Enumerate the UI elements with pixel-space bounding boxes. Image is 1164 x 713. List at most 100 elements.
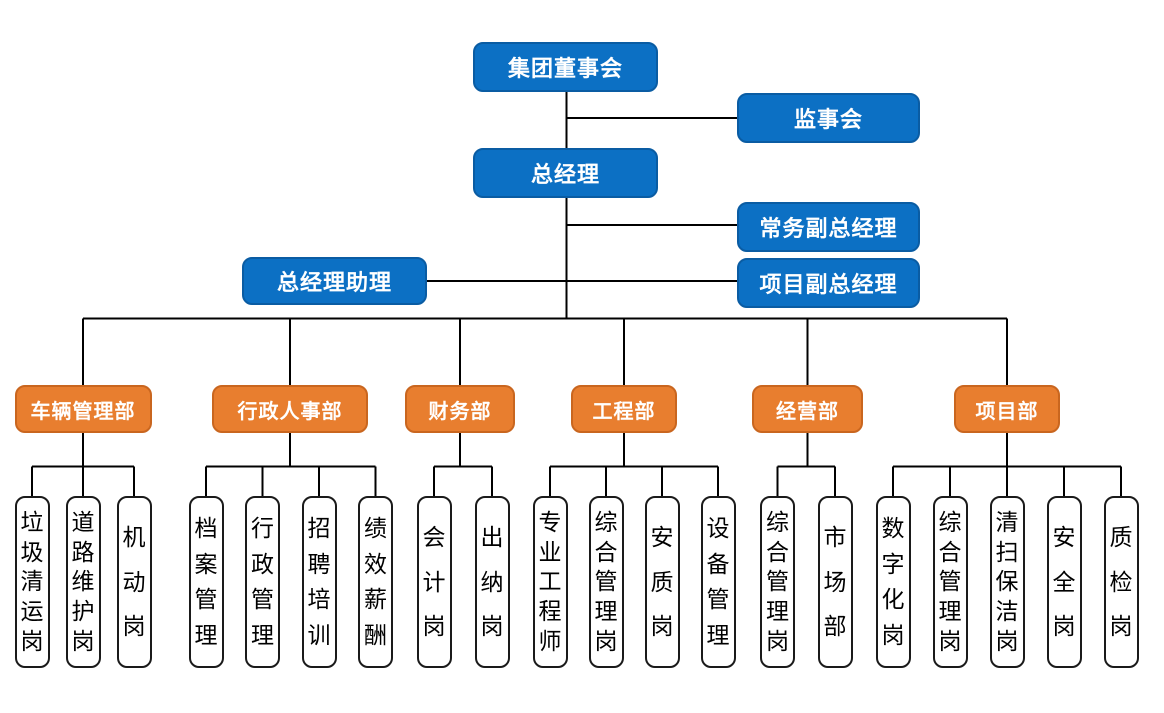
position-char: 理 bbox=[594, 598, 618, 625]
supervisory-board-box: 监事会 bbox=[737, 93, 920, 143]
position-char: 运 bbox=[20, 598, 44, 625]
department-box: 项目部 bbox=[954, 385, 1060, 433]
position-box: 清扫保洁岗 bbox=[989, 496, 1025, 668]
executive-deputy-gm-box: 常务副总经理 bbox=[737, 202, 920, 252]
position-char: 岗 bbox=[1052, 613, 1076, 640]
general-manager-box: 总经理 bbox=[473, 148, 658, 198]
position-char: 案 bbox=[194, 550, 218, 577]
position-char: 管 bbox=[766, 568, 789, 595]
position-char: 合 bbox=[938, 538, 962, 565]
position-char: 化 bbox=[881, 586, 905, 613]
position-char: 行 bbox=[251, 514, 274, 541]
position-char: 师 bbox=[538, 628, 562, 655]
position-box: 道路维护岗 bbox=[65, 496, 101, 668]
position-char: 部 bbox=[823, 613, 847, 640]
position-char: 训 bbox=[307, 622, 331, 649]
board-box: 集团董事会 bbox=[473, 42, 658, 92]
position-char: 综 bbox=[766, 508, 789, 535]
position-char: 招 bbox=[307, 514, 331, 541]
department-box: 经营部 bbox=[752, 385, 863, 433]
position-char: 聘 bbox=[307, 550, 331, 577]
position-char: 绩 bbox=[364, 514, 387, 541]
position-char: 计 bbox=[422, 568, 446, 595]
position-char: 出 bbox=[480, 523, 504, 550]
position-char: 场 bbox=[823, 568, 847, 595]
position-char: 岗 bbox=[594, 628, 618, 655]
position-char: 合 bbox=[766, 538, 789, 565]
position-char: 岗 bbox=[995, 628, 1019, 655]
position-char: 质 bbox=[650, 568, 674, 595]
position-char: 安 bbox=[650, 523, 674, 550]
position-char: 动 bbox=[122, 568, 146, 595]
position-box: 安全岗 bbox=[1046, 496, 1082, 668]
position-char: 管 bbox=[938, 568, 962, 595]
gm-assistant-box: 总经理助理 bbox=[242, 257, 427, 305]
department-box: 行政人事部 bbox=[212, 385, 368, 433]
department-box: 工程部 bbox=[571, 385, 677, 433]
position-char: 效 bbox=[364, 550, 387, 577]
position-char: 岗 bbox=[122, 613, 146, 640]
position-char: 岗 bbox=[881, 622, 905, 649]
position-box: 设备管理 bbox=[700, 496, 736, 668]
position-char: 圾 bbox=[20, 538, 44, 565]
position-char: 洁 bbox=[995, 598, 1019, 625]
position-char: 保 bbox=[995, 568, 1019, 595]
position-char: 业 bbox=[538, 538, 562, 565]
position-box: 机动岗 bbox=[116, 496, 152, 668]
position-box: 档案管理 bbox=[188, 496, 224, 668]
position-box: 会计岗 bbox=[416, 496, 452, 668]
position-char: 岗 bbox=[422, 613, 446, 640]
position-char: 清 bbox=[20, 568, 44, 595]
position-box: 出纳岗 bbox=[474, 496, 510, 668]
position-char: 备 bbox=[706, 550, 730, 577]
position-box: 数字化岗 bbox=[875, 496, 911, 668]
position-char: 维 bbox=[71, 568, 95, 595]
position-char: 护 bbox=[71, 598, 95, 625]
position-char: 管 bbox=[194, 586, 218, 613]
position-char: 工 bbox=[538, 568, 562, 595]
position-char: 综 bbox=[938, 508, 962, 535]
position-char: 管 bbox=[594, 568, 618, 595]
position-box: 招聘培训 bbox=[301, 496, 337, 668]
position-box: 垃圾清运岗 bbox=[14, 496, 50, 668]
position-char: 安 bbox=[1052, 523, 1076, 550]
position-box: 专业工程师 bbox=[532, 496, 568, 668]
position-box: 质检岗 bbox=[1103, 496, 1139, 668]
position-box: 市场部 bbox=[817, 496, 853, 668]
position-char: 检 bbox=[1109, 568, 1133, 595]
department-box: 财务部 bbox=[405, 385, 515, 433]
position-char: 理 bbox=[938, 598, 962, 625]
position-box: 综合管理岗 bbox=[760, 496, 795, 668]
position-box: 行政管理 bbox=[245, 496, 280, 668]
position-char: 岗 bbox=[650, 613, 674, 640]
position-box: 综合管理岗 bbox=[932, 496, 968, 668]
position-char: 市 bbox=[823, 523, 847, 550]
position-char: 质 bbox=[1109, 523, 1133, 550]
position-char: 岗 bbox=[71, 628, 95, 655]
position-char: 岗 bbox=[766, 628, 789, 655]
position-char: 设 bbox=[706, 514, 730, 541]
position-char: 培 bbox=[307, 586, 331, 613]
position-char: 道 bbox=[71, 508, 95, 535]
project-deputy-gm-box: 项目副总经理 bbox=[737, 258, 920, 308]
position-box: 绩效薪酬 bbox=[358, 496, 393, 668]
position-box: 综合管理岗 bbox=[588, 496, 624, 668]
position-char: 岗 bbox=[20, 628, 44, 655]
department-box: 车辆管理部 bbox=[14, 385, 152, 433]
position-char: 扫 bbox=[995, 538, 1019, 565]
position-char: 清 bbox=[995, 508, 1019, 535]
position-char: 机 bbox=[122, 523, 146, 550]
position-char: 岗 bbox=[480, 613, 504, 640]
position-char: 政 bbox=[251, 550, 274, 577]
position-char: 岗 bbox=[938, 628, 962, 655]
position-char: 合 bbox=[594, 538, 618, 565]
position-char: 数 bbox=[881, 514, 905, 541]
position-char: 管 bbox=[251, 586, 274, 613]
position-char: 字 bbox=[881, 550, 905, 577]
position-box: 安质岗 bbox=[644, 496, 680, 668]
position-char: 酬 bbox=[364, 622, 387, 649]
position-char: 理 bbox=[251, 622, 274, 649]
position-char: 综 bbox=[594, 508, 618, 535]
